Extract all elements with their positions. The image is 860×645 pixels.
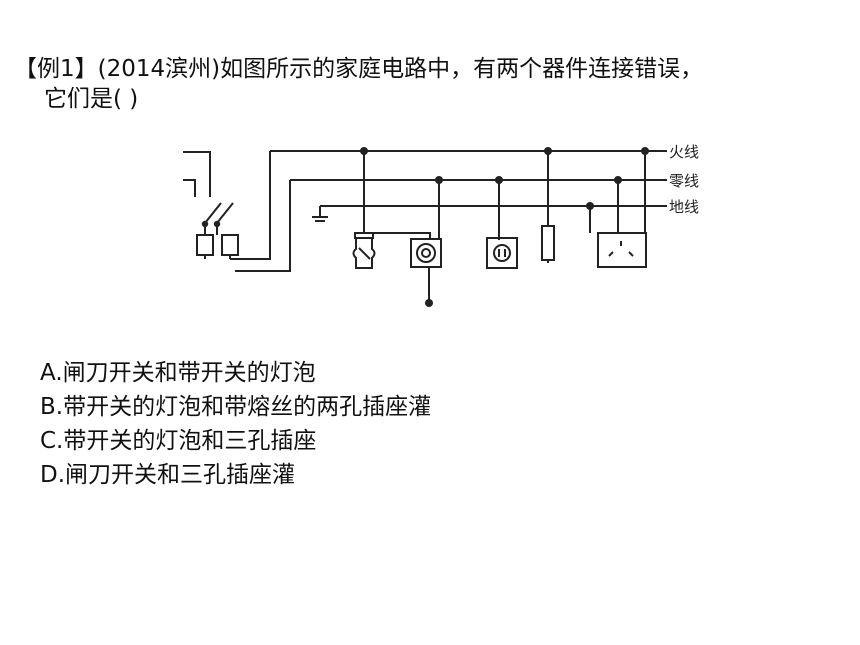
question-stem: 【例1】(2014滨州)如图所示的家庭电路中，有两个器件连接错误， 它们是( ) [14, 54, 854, 114]
knife-switch [183, 151, 291, 272]
answer-options: A.闸刀开关和带开关的灯泡 B.带开关的灯泡和带熔丝的两孔插座灌 C.带开关的灯… [40, 356, 431, 492]
junction-dots [360, 147, 649, 307]
two-hole-socket-with-fuse [486, 151, 555, 269]
question-line-1: 【例1】(2014滨州)如图所示的家庭电路中，有两个器件连接错误， [14, 56, 704, 82]
live-wire-label: 火线 [669, 143, 699, 161]
option-a[interactable]: A.闸刀开关和带开关的灯泡 [40, 360, 316, 386]
option-c[interactable]: C.带开关的灯泡和三孔插座 [40, 428, 317, 454]
round-socket [410, 180, 442, 303]
option-b[interactable]: B.带开关的灯泡和带熔丝的两孔插座灌 [40, 394, 432, 420]
option-d[interactable]: D.闸刀开关和三孔插座灌 [40, 462, 296, 488]
ground-wire-label: 地线 [669, 198, 699, 216]
circuit-diagram: 火线 零线 地线 [183, 143, 699, 307]
three-hole-socket [589, 151, 647, 268]
earth-symbol [312, 206, 328, 222]
question-line-2: 它们是( ) [44, 86, 139, 112]
neutral-wire-label: 零线 [669, 172, 699, 190]
lamp-with-switch [352, 151, 431, 269]
